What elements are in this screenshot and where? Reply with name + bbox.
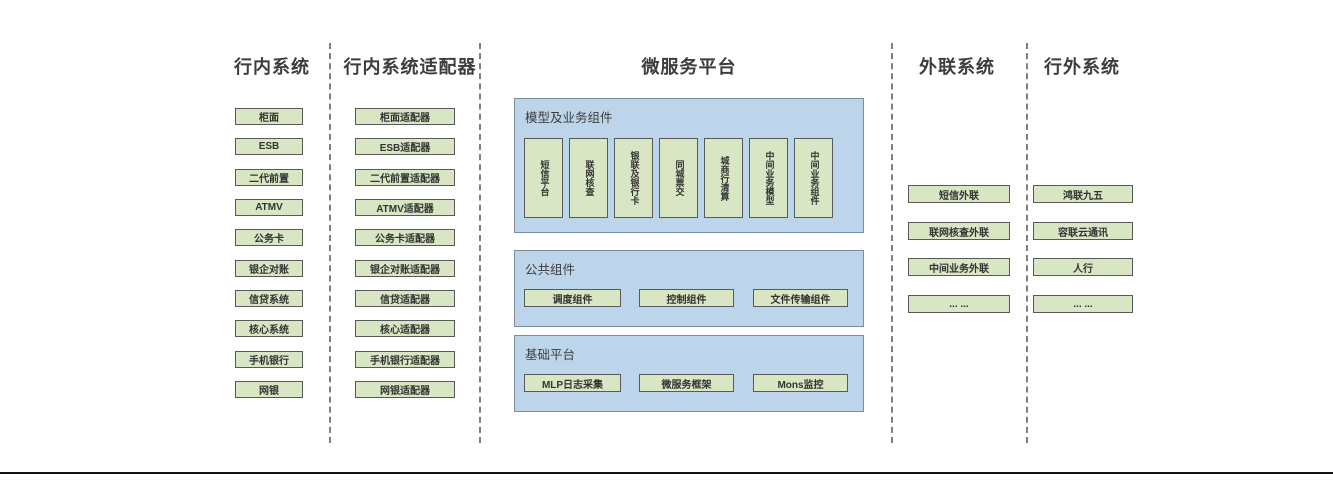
- adapter-box: 网银适配器: [355, 381, 455, 398]
- vertical-component-box: 联网核查: [569, 138, 608, 218]
- vertical-component-box: 中间业务模型: [749, 138, 788, 218]
- panel-title: 基础平台: [525, 348, 576, 362]
- adapter-box: 二代前置适配器: [355, 169, 455, 186]
- adapter-box: 信贷适配器: [355, 290, 455, 307]
- panel-title: 模型及业务组件: [525, 111, 613, 125]
- vertical-component-box: 短信平台: [524, 138, 563, 218]
- outside-system-box: ... ...: [1033, 295, 1133, 313]
- panel-title: 公共组件: [525, 263, 576, 277]
- platform-panel-0: 模型及业务组件短信平台联网核查银联及银行卡同城票交城商行清算中间业务模型中间业务…: [514, 98, 864, 233]
- adapter-box: 银企对账适配器: [355, 260, 455, 277]
- system-box: 核心系统: [235, 320, 303, 337]
- component-box: 调度组件: [524, 289, 621, 307]
- external-link-box: 短信外联: [908, 185, 1010, 203]
- adapter-box: ATMV适配器: [355, 199, 455, 216]
- system-box: ESB: [235, 138, 303, 155]
- bottom-rule: [0, 472, 1333, 474]
- vertical-component-box: 同城票交: [659, 138, 698, 218]
- column-title-1: 行内系统适配器: [343, 57, 477, 77]
- outside-system-box: 鸿联九五: [1033, 185, 1133, 203]
- external-link-box: 中间业务外联: [908, 258, 1010, 276]
- adapter-box: 手机银行适配器: [355, 351, 455, 368]
- system-box: 手机银行: [235, 351, 303, 368]
- vertical-component-box: 城商行清算: [704, 138, 743, 218]
- divider-external-outside: [1026, 43, 1028, 443]
- column-title-0: 行内系统: [234, 57, 310, 77]
- adapter-box: ESB适配器: [355, 138, 455, 155]
- platform-panel-2: 基础平台 MLP日志采集微服务框架 Mons监控: [514, 335, 864, 412]
- vertical-component-box: 银联及银行卡: [614, 138, 653, 218]
- component-box: 微服务框架: [639, 374, 734, 392]
- external-link-box: 联网核查外联: [908, 222, 1010, 240]
- system-box: ATMV: [235, 199, 303, 216]
- adapter-box: 公务卡适配器: [355, 229, 455, 246]
- vertical-component-box: 中间业务组件: [794, 138, 833, 218]
- system-box: 柜面: [235, 108, 303, 125]
- column-title-2: 微服务平台: [641, 57, 737, 77]
- system-box: 二代前置: [235, 169, 303, 186]
- outside-system-box: 容联云通讯: [1033, 222, 1133, 240]
- component-box: Mons监控: [753, 374, 848, 392]
- column-title-3: 外联系统: [919, 57, 995, 77]
- adapter-box: 核心适配器: [355, 320, 455, 337]
- divider-platform-external: [891, 43, 893, 443]
- column-title-4: 行外系统: [1044, 57, 1120, 77]
- outside-system-box: 人行: [1033, 258, 1133, 276]
- divider-adapter-platform: [479, 43, 481, 443]
- component-box: 控制组件: [639, 289, 734, 307]
- component-box: 文件传输组件: [753, 289, 848, 307]
- system-box: 银企对账: [235, 260, 303, 277]
- divider-internal-adapter: [329, 43, 331, 443]
- system-box: 公务卡: [235, 229, 303, 246]
- system-box: 网银: [235, 381, 303, 398]
- component-box: MLP日志采集: [524, 374, 621, 392]
- system-box: 信贷系统: [235, 290, 303, 307]
- adapter-box: 柜面适配器: [355, 108, 455, 125]
- platform-panel-1: 公共组件调度组件控制组件 文件传输组件: [514, 250, 864, 327]
- external-link-box: ... ...: [908, 295, 1010, 313]
